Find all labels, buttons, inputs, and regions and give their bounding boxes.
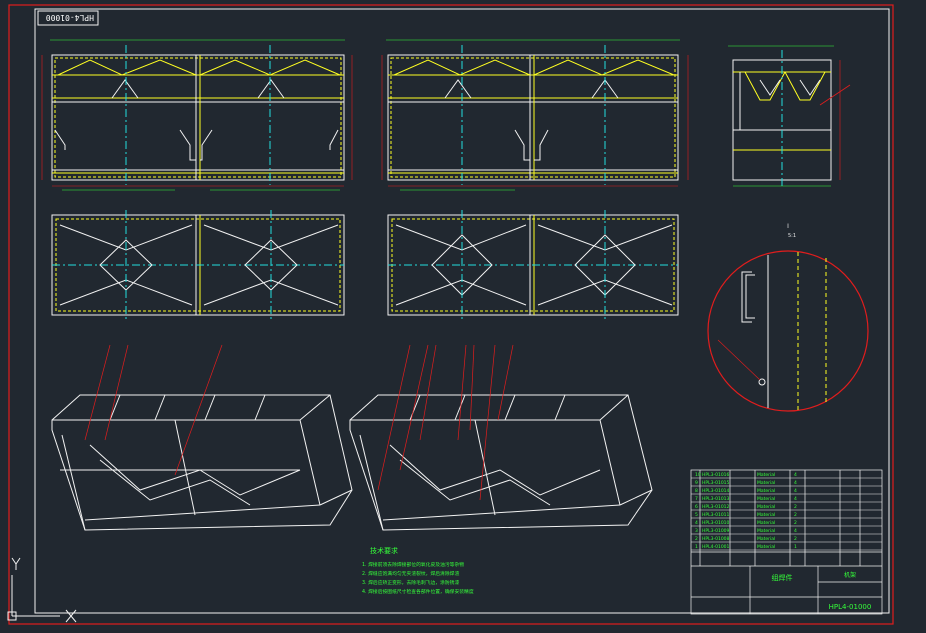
bom-row-index: 5	[695, 512, 698, 518]
bom-row-index: 6	[695, 504, 698, 510]
bom-row-index: 10	[695, 472, 701, 478]
front-view-right	[381, 39, 689, 191]
bom-row-code: HPL3-01015	[702, 480, 730, 486]
bom-row-qty: 4	[794, 528, 797, 534]
isometric-view-left	[51, 344, 353, 531]
bom-row-name: Material	[757, 536, 775, 542]
title-block-material: 机架	[844, 571, 856, 579]
bom-row-index: 2	[695, 536, 698, 542]
bom-row-code: HPL3-01008	[702, 536, 730, 542]
bom-row-qty: 4	[794, 496, 797, 502]
detail-label: I	[787, 223, 789, 230]
bom-row-name: Material	[757, 504, 775, 510]
border-tag: HPL4-01000	[46, 13, 94, 22]
bom-row-code: HPL4-01001	[702, 544, 730, 550]
isometric-view-right	[349, 344, 653, 531]
bom-row-name: Material	[757, 480, 775, 486]
ucs-axis-icon	[7, 557, 77, 623]
bom-row-qty: 2	[794, 536, 797, 542]
bom-row-index: 3	[695, 528, 698, 534]
front-view-left	[41, 39, 353, 191]
bom-row-qty: 4	[794, 480, 797, 486]
bom-row-name: Material	[757, 496, 775, 502]
bom-row-code: HPL3-01009	[702, 528, 730, 534]
bom-row-qty: 1	[794, 544, 797, 550]
detail-scale: 5:1	[788, 233, 796, 239]
bom-row-name: Material	[757, 512, 775, 518]
tech-req-line: 1. 焊接前须去除焊接部位的氧化皮及油污等杂物	[362, 561, 464, 568]
bom-row-code: HPL3-01013	[702, 496, 730, 502]
bom-row-index: 1	[695, 544, 698, 550]
bom-row-index: 4	[695, 520, 698, 526]
detail-view-circle	[707, 250, 869, 412]
bom-row-code: HPL3-01012	[702, 504, 730, 510]
bom-row-name: Material	[757, 472, 775, 478]
title-block-title: 组焊件	[772, 573, 793, 582]
bom-row-qty: 2	[794, 504, 797, 510]
bom-row-code: HPL3-01011	[702, 512, 730, 518]
bom-row-index: 7	[695, 496, 698, 502]
bom-row-qty: 2	[794, 520, 797, 526]
bom-row-code: HPL3-01016	[702, 472, 730, 478]
drawing-frame: HPL4-01000	[8, 4, 894, 625]
bom-row-name: Material	[757, 528, 775, 534]
bom-row-code: HPL3-01010	[702, 520, 730, 526]
tech-req-line: 3. 焊后应矫正变形，去除毛刺飞边，涂防锈漆	[362, 579, 459, 586]
bom-row-name: Material	[757, 544, 775, 550]
bom-row-index: 9	[695, 480, 698, 486]
tech-req-heading: 技术要求	[370, 546, 398, 555]
bom-row-index: 8	[695, 488, 698, 494]
plan-view-right	[387, 210, 679, 320]
drawing-number: HPL4-01000	[829, 603, 872, 611]
tech-req-line: 2. 焊缝应饱满均匀无夹渣裂纹，焊后清除焊渣	[362, 570, 459, 577]
bom-row-name: Material	[757, 488, 775, 494]
bom-row-code: HPL3-01014	[702, 488, 730, 494]
bom-row-qty: 4	[794, 472, 797, 478]
bom-row-qty: 2	[794, 512, 797, 518]
plan-view-left	[51, 210, 345, 320]
side-view	[728, 45, 851, 188]
bom-row-qty: 4	[794, 488, 797, 494]
tech-req-line: 4. 焊接后按图纸尺寸检查各部件位置，确保安装精度	[362, 588, 474, 595]
bom-row-name: Material	[757, 520, 775, 526]
